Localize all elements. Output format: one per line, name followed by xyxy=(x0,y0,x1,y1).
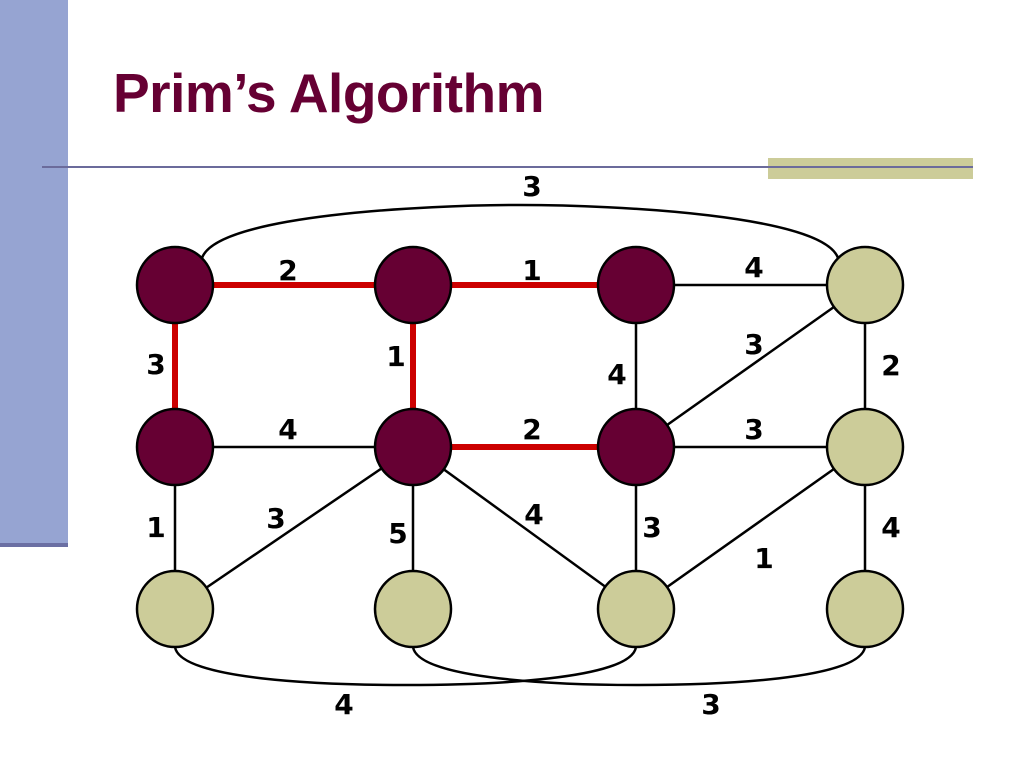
left-decorative-bar xyxy=(0,0,68,547)
graph-edge xyxy=(200,203,840,259)
unvisited-node xyxy=(825,407,905,487)
unvisited-node xyxy=(373,569,453,649)
visited-node xyxy=(373,407,453,487)
weight-labels-layer: 3 2 1 4 3 1 4 2 3 4 2 3 1 3 5 4 3 1 4 4 3 xyxy=(146,170,900,721)
edge-weight-label: 1 xyxy=(754,542,773,575)
graph-edge xyxy=(635,283,866,449)
visited-node xyxy=(135,407,215,487)
graph-edge xyxy=(412,445,637,611)
edge-weight-label: 3 xyxy=(522,170,541,203)
edge-weight-label: 2 xyxy=(522,413,541,446)
edge-weight-label: 3 xyxy=(642,511,661,544)
graph-edge xyxy=(411,646,867,687)
edge-weight-label: 3 xyxy=(744,413,763,446)
unvisited-node xyxy=(825,569,905,649)
edge-weight-label: 3 xyxy=(266,502,285,535)
graph-edge xyxy=(635,445,866,611)
edge-weight-label: 2 xyxy=(881,349,900,382)
edge-weight-label: 4 xyxy=(524,498,543,531)
edge-weight-label: 5 xyxy=(388,517,407,550)
nodes-layer xyxy=(135,245,905,649)
edge-weight-label: 4 xyxy=(744,251,763,284)
edge-weight-label: 3 xyxy=(701,688,720,721)
edge-weight-label: 4 xyxy=(334,688,353,721)
edge-weight-label: 1 xyxy=(386,340,405,373)
accent-bar xyxy=(768,158,973,179)
title-underline-rule xyxy=(42,166,973,168)
graph-edge xyxy=(173,646,638,687)
visited-node xyxy=(596,245,676,325)
unvisited-node xyxy=(135,569,215,649)
visited-node xyxy=(596,407,676,487)
visited-node xyxy=(373,245,453,325)
edge-weight-label: 3 xyxy=(744,328,763,361)
edge-weight-label: 4 xyxy=(607,358,626,391)
edge-weight-label: 2 xyxy=(278,254,297,287)
edge-weight-label: 4 xyxy=(881,511,900,544)
slide-title: Prim’s Algorithm xyxy=(113,62,545,124)
unvisited-node xyxy=(825,245,905,325)
edge-weight-label: 4 xyxy=(278,413,297,446)
edge-weight-label: 1 xyxy=(522,254,541,287)
visited-node xyxy=(135,245,215,325)
unvisited-node xyxy=(596,569,676,649)
graph-edge xyxy=(174,445,414,611)
edge-weight-label: 1 xyxy=(146,511,165,544)
edge-weight-label: 3 xyxy=(146,348,165,381)
